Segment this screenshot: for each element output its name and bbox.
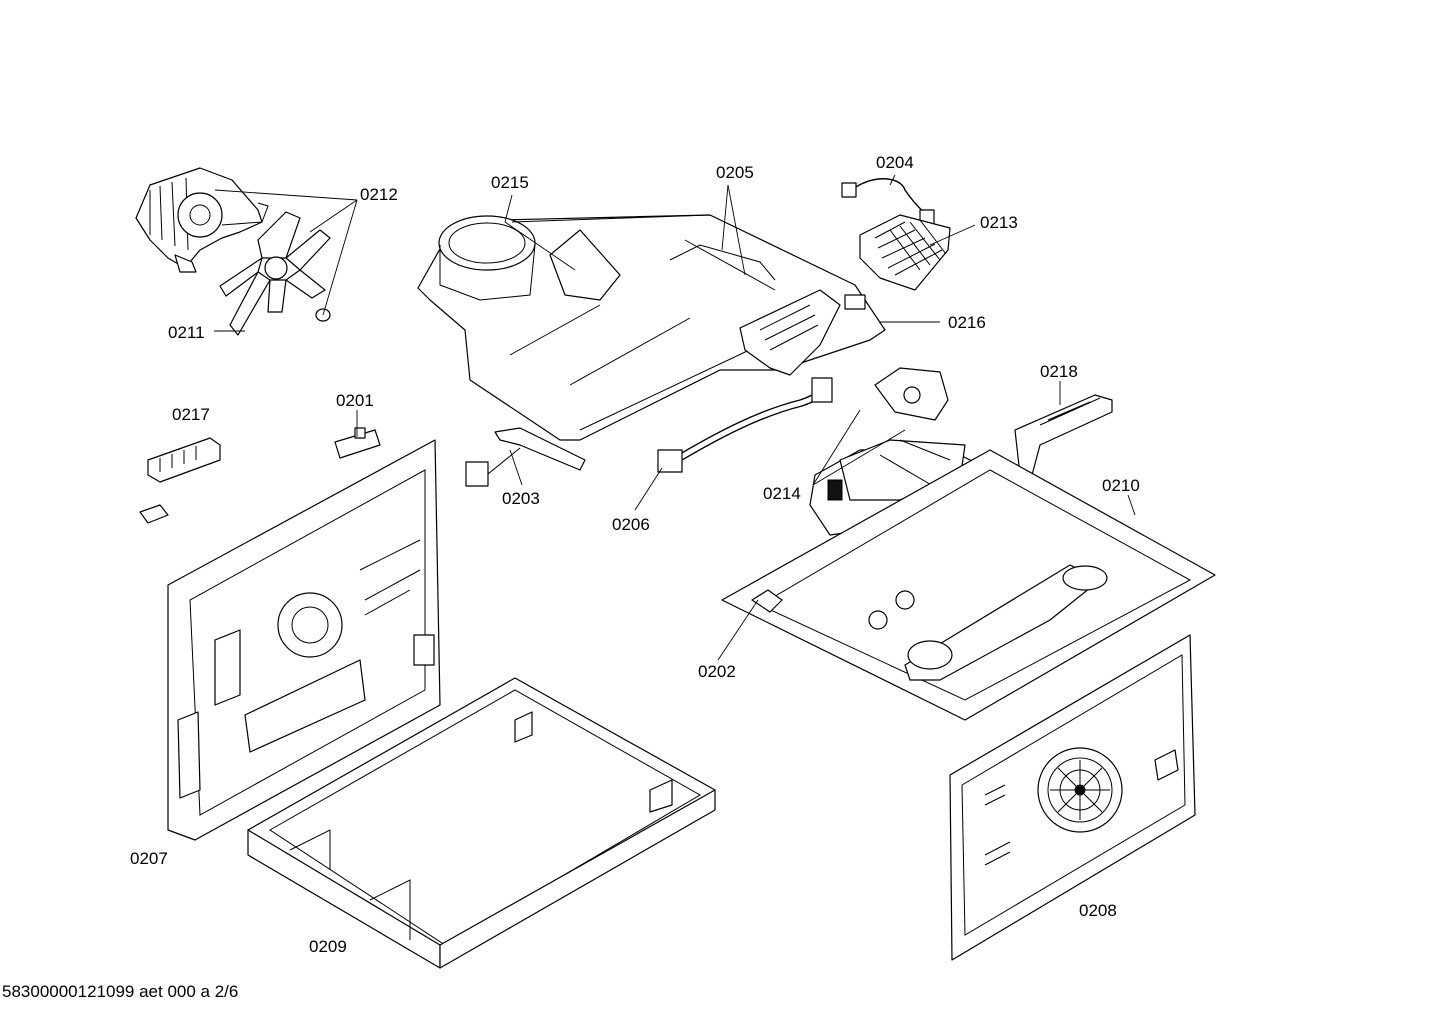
label-0210: 0210 [1102, 476, 1140, 495]
document-footer-code: 58300000121099 aet 000 a 2/6 [2, 982, 238, 1001]
bottom-tray-0209 [247, 677, 716, 969]
top-housing-frame [417, 214, 886, 441]
label-0216: 0216 [948, 313, 986, 332]
back-panel-0208 [949, 634, 1196, 961]
label-0213: 0213 [980, 213, 1018, 232]
label-0207: 0207 [130, 849, 168, 868]
switch-block-0201 [334, 427, 381, 459]
leader-lines [214, 174, 1136, 661]
label-0214: 0214 [763, 484, 801, 503]
terminal-block-0217 [139, 437, 221, 524]
label-0201: 0201 [336, 391, 374, 410]
label-0212: 0212 [360, 185, 398, 204]
fan-impeller [219, 211, 331, 336]
heat-sink-module [859, 214, 951, 291]
label-0202: 0202 [698, 662, 736, 681]
side-panel-0207 [167, 439, 441, 841]
bracket-0203 [465, 427, 586, 487]
label-0204: 0204 [876, 153, 914, 172]
cable-harness-0204 [841, 178, 935, 225]
cable-harness-0206 [657, 377, 833, 473]
part-labels: 0212 0211 0215 0205 0204 0213 0216 0218 … [130, 153, 1140, 956]
bracket-0218 [1014, 394, 1113, 476]
label-0206: 0206 [612, 515, 650, 534]
fan-motor [135, 167, 269, 273]
label-0218: 0218 [1040, 362, 1078, 381]
label-0203: 0203 [502, 489, 540, 508]
label-0208: 0208 [1079, 901, 1117, 920]
label-0211: 0211 [168, 323, 205, 342]
label-0215: 0215 [491, 173, 529, 192]
base-plate-0210 [721, 449, 1216, 721]
label-0205: 0205 [716, 163, 754, 182]
label-0217: 0217 [172, 405, 210, 424]
label-0209: 0209 [309, 937, 347, 956]
